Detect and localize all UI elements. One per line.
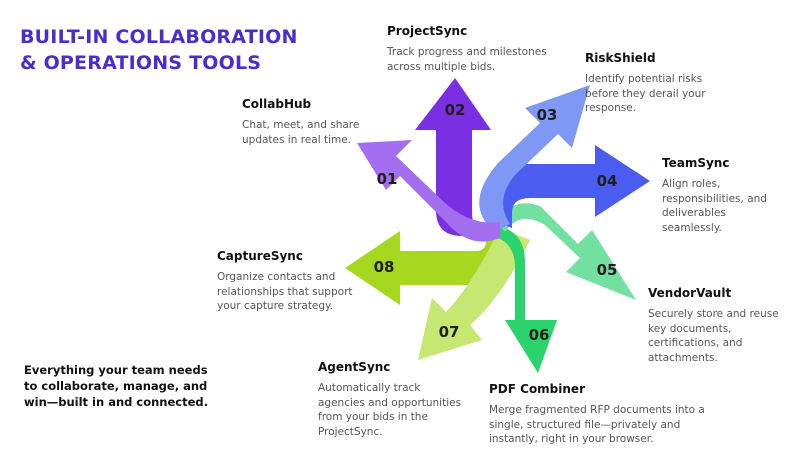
item-description: Merge fragmented RFP documents into a si…: [489, 404, 705, 445]
item-description: Organize contacts and relationships that…: [217, 271, 353, 312]
arrow-07: [418, 228, 530, 360]
item-pdf-combiner: PDF Combiner Merge fragmented RFP docume…: [489, 382, 729, 447]
item-name: TeamSync: [662, 156, 730, 170]
item-description: Track progress and milestones across mul…: [387, 46, 547, 73]
tagline: Everything your team needs to collaborat…: [24, 363, 208, 409]
arrow-08: [345, 231, 498, 305]
arrow-05: [498, 203, 636, 300]
item-name: VendorVault: [648, 286, 732, 300]
item-description: Automatically track agencies and opportu…: [318, 382, 462, 438]
step-number-05: 05: [597, 261, 618, 279]
item-name: PDF Combiner: [489, 382, 585, 396]
step-number-08: 08: [374, 258, 395, 276]
item-riskshield: RiskShield Identify potential risks befo…: [585, 51, 710, 116]
item-vendorvault: VendorVault Securely store and reuse key…: [648, 286, 780, 365]
item-agentsync: AgentSync Automatically track agencies a…: [318, 360, 468, 439]
step-number-01: 01: [377, 170, 398, 188]
item-description: Identify potential risks before they der…: [585, 73, 706, 114]
step-number-06: 06: [529, 326, 550, 344]
item-name: ProjectSync: [387, 24, 468, 38]
item-capturesync: CaptureSync Organize contacts and relati…: [217, 249, 357, 314]
arrow-01: [357, 140, 500, 242]
item-name: AgentSync: [318, 360, 391, 374]
step-number-04: 04: [597, 172, 618, 190]
item-teamsync: TeamSync Align roles, responsibilities, …: [662, 156, 787, 235]
item-name: CaptureSync: [217, 249, 303, 263]
arrow-04: [496, 145, 650, 228]
item-description: Chat, meet, and share updates in real ti…: [242, 119, 360, 146]
title-line-1: BUILT-IN COLLABORATION: [20, 26, 298, 48]
item-name: CollabHub: [242, 97, 312, 111]
step-number-02: 02: [445, 101, 466, 119]
item-projectsync: ProjectSync Track progress and milestone…: [387, 24, 557, 74]
item-name: RiskShield: [585, 51, 656, 65]
step-number-07: 07: [439, 323, 460, 341]
step-number-03: 03: [537, 106, 558, 124]
page-title: BUILT-IN COLLABORATION & OPERATIONS TOOL…: [20, 24, 298, 76]
arrow-02: [415, 78, 494, 236]
item-description: Align roles, responsibilities, and deliv…: [662, 178, 767, 234]
item-collabhub: CollabHub Chat, meet, and share updates …: [242, 97, 372, 147]
arrow-03: [479, 85, 590, 232]
title-line-2: & OPERATIONS TOOLS: [20, 52, 262, 74]
item-description: Securely store and reuse key documents, …: [648, 308, 779, 364]
arrow-06: [498, 226, 557, 373]
